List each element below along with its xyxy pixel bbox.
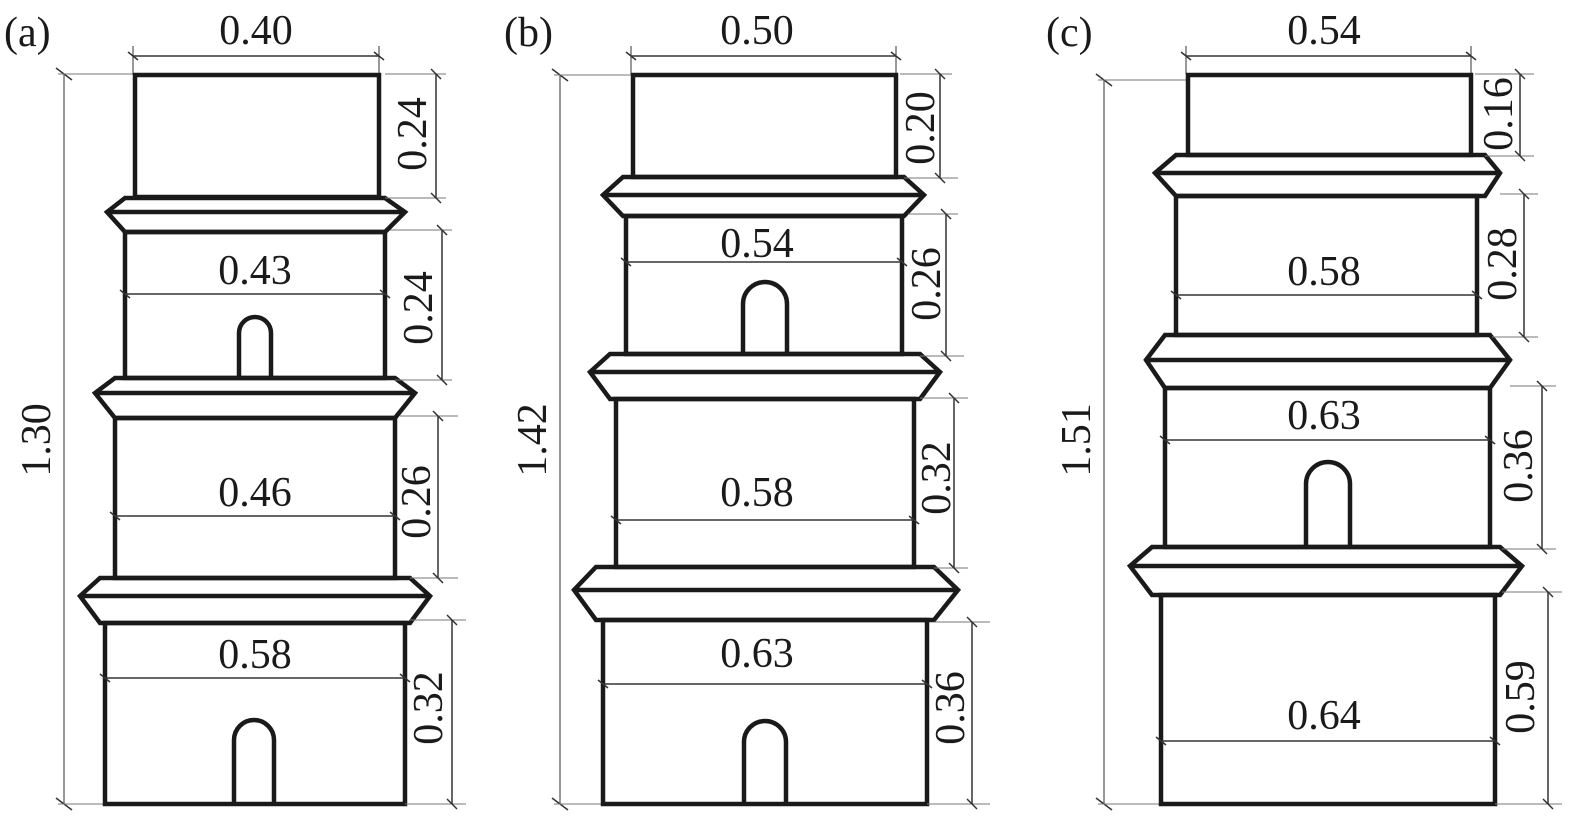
- width-label: 0.58: [218, 632, 292, 678]
- total-height-dimension: 1.51: [1054, 73, 1188, 811]
- width-label: 0.63: [720, 631, 794, 677]
- total-height-label: 1.51: [1054, 403, 1100, 477]
- width-dimension: 0.58: [99, 632, 411, 683]
- height-label: 0.59: [1498, 660, 1544, 734]
- width-dimension: 0.58: [610, 470, 920, 525]
- top-width-dimension: 0.54: [1180, 8, 1477, 74]
- height-dimension: 0.36: [1496, 380, 1556, 555]
- width-dimension: 0.63: [1159, 393, 1496, 445]
- height-label: 0.24: [390, 97, 436, 171]
- total-height-label: 1.30: [14, 403, 60, 477]
- top-width-label: 0.40: [219, 8, 293, 54]
- height-label: 0.36: [928, 671, 974, 745]
- width-dimension: 0.54: [620, 221, 908, 267]
- width-dimension: 0.64: [1155, 693, 1501, 746]
- total-height-dimension: 1.42: [510, 68, 633, 811]
- tower-body: [1126, 72, 1526, 807]
- height-dimension: 0.32: [914, 392, 968, 574]
- cornice-3: [76, 575, 434, 626]
- tower-body: [76, 72, 434, 807]
- cornice-2: [586, 351, 944, 402]
- door-arch-icon: [1303, 459, 1353, 547]
- panel-label: (c): [1046, 10, 1093, 56]
- panel-c: (c) 1.51 0.54: [1046, 8, 1562, 811]
- door-arch-icon: [236, 314, 274, 378]
- height-label: 0.26: [394, 465, 440, 539]
- width-label: 0.46: [218, 470, 292, 516]
- height-dimension: 0.20: [898, 68, 958, 184]
- height-dimension: 0.28: [1480, 188, 1538, 343]
- tier-4-box: [600, 617, 930, 807]
- height-label: 0.36: [1496, 429, 1542, 503]
- width-label: 0.43: [218, 248, 292, 294]
- height-dimension: 0.36: [927, 616, 990, 810]
- tier-1-box: [630, 72, 899, 180]
- tier-1-box: [132, 72, 382, 200]
- height-label: 0.28: [1480, 227, 1526, 301]
- height-label: 0.32: [406, 671, 452, 745]
- panel-label: (a): [4, 10, 51, 56]
- top-width-label: 0.50: [720, 8, 794, 54]
- panel-label: (b): [504, 10, 553, 56]
- cornice-2: [91, 375, 419, 421]
- width-dimension: 0.43: [119, 248, 391, 299]
- door-arch-icon: [740, 279, 790, 354]
- cornice-1: [1151, 152, 1503, 199]
- cornice-3: [571, 564, 962, 623]
- height-dimension: 0.32: [405, 614, 466, 810]
- total-height-label: 1.42: [510, 403, 556, 477]
- top-width-label: 0.54: [1287, 8, 1361, 54]
- width-label: 0.54: [720, 221, 794, 267]
- width-dimension: 0.46: [109, 470, 401, 521]
- top-width-dimension: 0.40: [127, 8, 385, 74]
- width-label: 0.63: [1287, 393, 1361, 439]
- width-dimension: 0.58: [1170, 249, 1483, 300]
- height-dimension: 0.26: [904, 208, 964, 362]
- height-dimension: 0.24: [385, 68, 446, 204]
- door-arch-icon: [231, 717, 277, 804]
- tier-4-box: [102, 620, 408, 807]
- height-label: 0.16: [1476, 77, 1522, 151]
- height-label: 0.24: [396, 271, 442, 345]
- height-dimension: 0.24: [390, 224, 452, 386]
- total-height-dimension: 1.30: [14, 67, 135, 811]
- tower-body: [571, 72, 962, 807]
- height-dimension: 0.59: [1495, 586, 1562, 810]
- panel-b: (b) 1.42 0.50: [504, 8, 990, 811]
- height-label: 0.32: [914, 441, 960, 515]
- width-dimension: 0.63: [597, 631, 933, 689]
- cornice-3: [1126, 544, 1526, 598]
- width-label: 0.64: [1287, 693, 1361, 739]
- height-dimension: 0.26: [394, 410, 458, 584]
- tier-1-box: [1185, 72, 1474, 158]
- width-label: 0.58: [720, 470, 794, 516]
- width-label: 0.58: [1287, 249, 1361, 295]
- door-arch-icon: [741, 718, 789, 804]
- tier-4-box: [1158, 592, 1498, 807]
- height-dimension: 0.16: [1475, 68, 1534, 162]
- height-label: 0.20: [898, 91, 944, 165]
- height-label: 0.26: [904, 247, 950, 321]
- cornice-1: [103, 195, 409, 235]
- panel-a: (a) 1.30 0.40: [4, 8, 466, 811]
- top-width-dimension: 0.50: [625, 8, 902, 74]
